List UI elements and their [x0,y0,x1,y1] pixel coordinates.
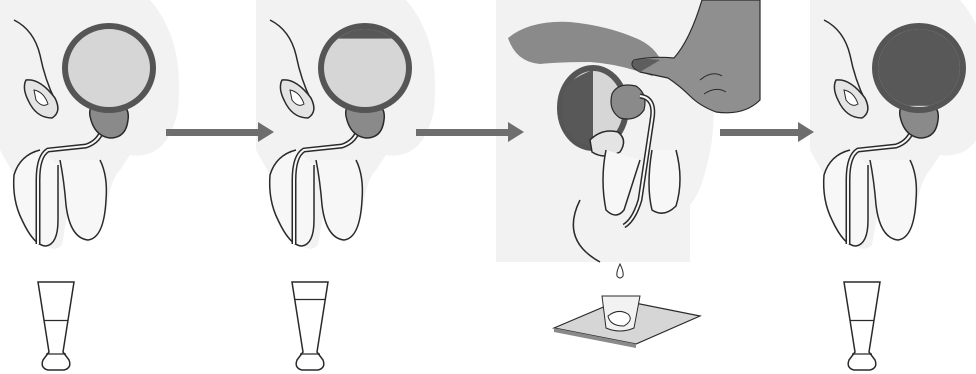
step-4-collection-cup-icon [844,282,880,370]
step-4-pelvis [810,0,976,249]
step-2-collection-cup-icon [292,282,328,370]
step-2-pelvis [256,0,435,249]
microscope-slide-icon [554,296,700,348]
arrow-step-3-to-4 [720,122,814,142]
step-1-pelvis [0,0,179,249]
fluid-drop-icon [617,264,623,278]
step-3-massage-scene [496,0,760,348]
step-1-collection-cup-icon [38,282,74,370]
